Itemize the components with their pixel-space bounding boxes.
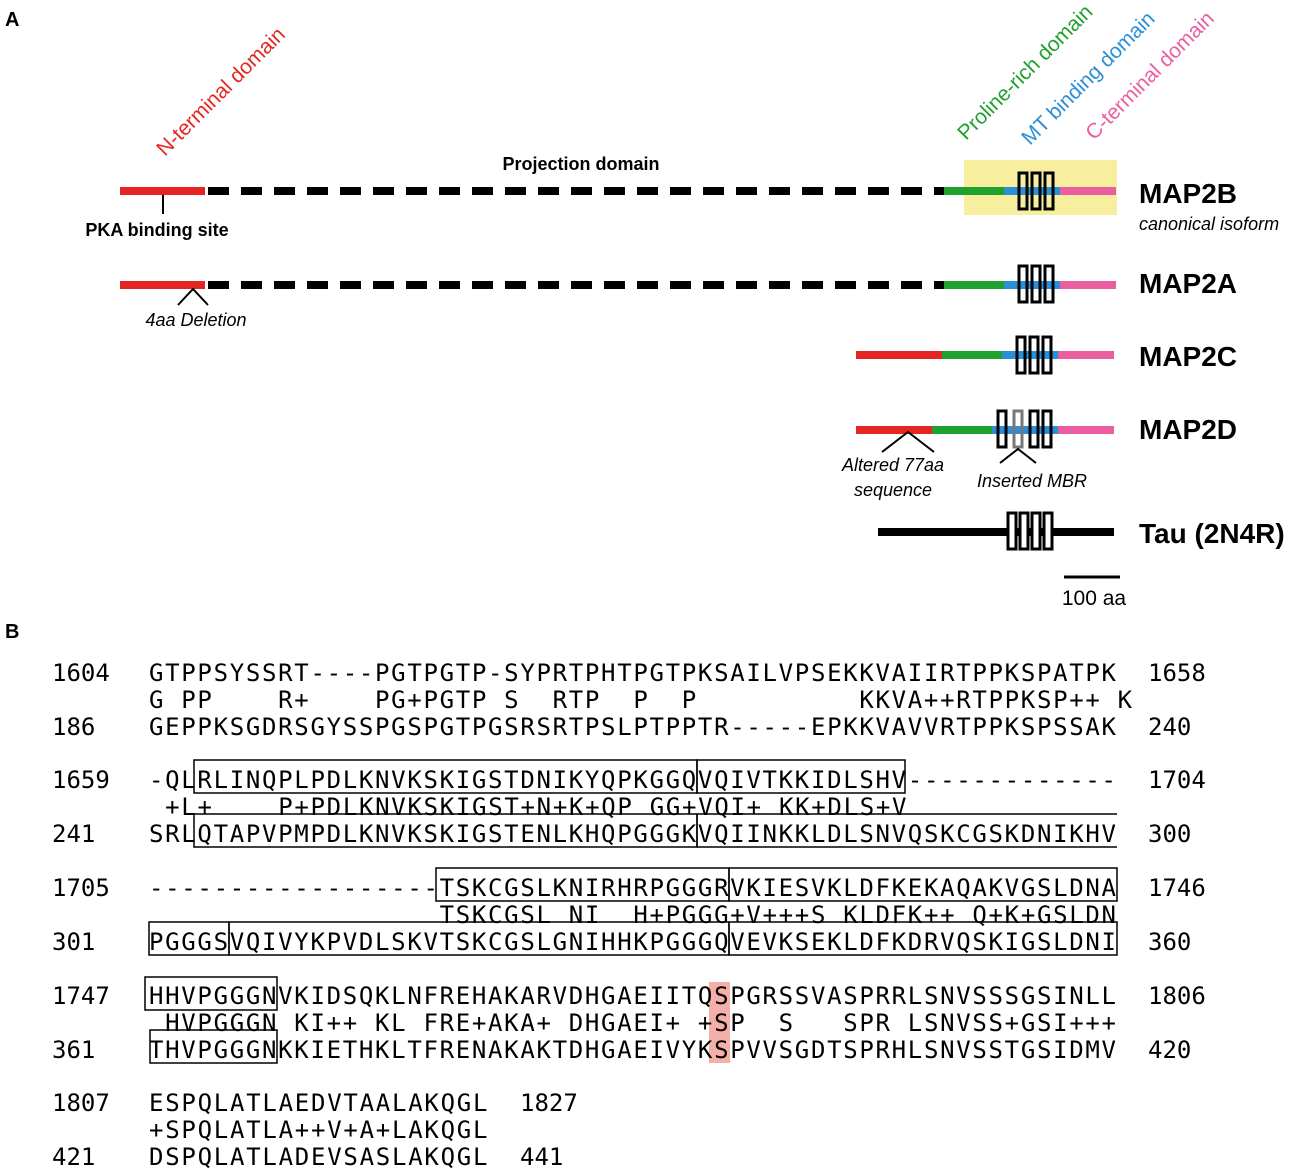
- pka-binding-label: PKA binding site: [85, 220, 228, 240]
- motif-box: [149, 1029, 278, 1064]
- isoform-name: MAP2C: [1139, 341, 1237, 372]
- isoform-map2a: 4aa Deletion MAP2A: [120, 264, 1237, 330]
- isoform-map2c: MAP2C: [856, 335, 1237, 375]
- subject-end: 360: [1148, 928, 1191, 956]
- isoform-note: canonical isoform: [1139, 214, 1279, 234]
- projection-domain-label: Projection domain: [502, 154, 659, 174]
- isoform-map2b: PKA binding site MAP2B canonical isoform: [85, 160, 1279, 240]
- repeat-box: [1030, 171, 1042, 211]
- repeat-box: [1042, 511, 1054, 551]
- subject-sequence: THVPGGGNKKIETHKLTFRENAKAKTDHGAEIVYKSPVVS…: [149, 1036, 1116, 1064]
- match-line: +SPQLATLA++V+A+LAKQGL: [149, 1116, 487, 1144]
- repeat-box: [1028, 409, 1040, 449]
- subject-start: 241: [52, 820, 95, 848]
- isoform-name: Tau (2N4R): [1139, 518, 1285, 549]
- repeat-box: [1017, 264, 1029, 304]
- query-start: 1807: [52, 1089, 110, 1117]
- repeat-box: [1028, 335, 1040, 375]
- repeat-box: [1043, 171, 1055, 211]
- query-end: 1746: [1148, 874, 1206, 902]
- repeat-box: [1030, 511, 1042, 551]
- subject-end: 240: [1148, 713, 1191, 741]
- repeat-box: [1017, 171, 1029, 211]
- query-sequence: ------------------TSKCGSLKNIRHRPGGGRVKIE…: [149, 874, 1117, 902]
- repeat-box: [1030, 264, 1042, 304]
- proline-rich-domain-label: Proline-rich domain: [953, 0, 1097, 144]
- altered-sequence-label-2: sequence: [854, 480, 932, 500]
- motif-box: [728, 867, 1118, 902]
- query-end: 1827: [520, 1089, 578, 1117]
- isoform-name: MAP2A: [1139, 268, 1237, 299]
- match-line: HVPGGGN KI++ KL FRE+AKA+ DHGAEI+ +SP S S…: [149, 1009, 1116, 1037]
- subject-sequence: DSPQLATLADEVSASLAKQGL: [149, 1143, 487, 1169]
- subject-end: 420: [1148, 1036, 1191, 1064]
- match-line: TSKCGSL NI H+PGGG+V+++S KLDFK++ Q+K+GSLD…: [149, 901, 1116, 929]
- query-start: 1659: [52, 766, 110, 794]
- repeat-box: [1018, 511, 1030, 551]
- inserted-mbr-marker: [999, 447, 1037, 464]
- isoform-map2d: Altered 77aa sequence Inserted MBR MAP2D: [841, 409, 1237, 500]
- subject-sequence: SRLQTAPVPMPDLKNVKSKIGSTENLKHQPGGGKVQIINK…: [149, 820, 1116, 848]
- query-sequence: GTPPSYSSRT----PGTPGTP-SYPRTPHTPGTPKSAILV…: [149, 659, 1117, 687]
- match-line: G PP R+ PG+PGTP S RTP P P KKVA++RTPPKSP+…: [149, 686, 1133, 714]
- motif-box: [728, 921, 1118, 956]
- isoform-name: MAP2B: [1139, 178, 1237, 209]
- repeat-box: [1043, 264, 1055, 304]
- altered-sequence-marker: [881, 430, 935, 453]
- deletion-marker: [177, 287, 209, 306]
- repeat-box: [1015, 335, 1027, 375]
- query-end: 1806: [1148, 982, 1206, 1010]
- subject-end: 300: [1148, 820, 1191, 848]
- inserted-mbr-label: Inserted MBR: [977, 471, 1087, 491]
- isoform-tau: Tau (2N4R): [878, 511, 1285, 551]
- motif-box: [144, 976, 278, 1011]
- subject-start: 361: [52, 1036, 95, 1064]
- match-line: +L+ P+PDLKNVKSKIGST+N+K+QP GG+VQI+ KK+DL…: [149, 793, 906, 821]
- repeat-box: [1006, 511, 1018, 551]
- subject-start: 301: [52, 928, 95, 956]
- query-end: 1704: [1148, 766, 1206, 794]
- repeat-box: [996, 409, 1008, 449]
- altered-sequence-label-1: Altered 77aa: [841, 455, 944, 475]
- query-sequence: ESPQLATLAEDVTAALAKQGL: [149, 1089, 487, 1117]
- inserted-repeat-box: [1012, 409, 1024, 449]
- panel-label-a: A: [5, 9, 19, 31]
- subject-start: 186: [52, 713, 95, 741]
- query-start: 1747: [52, 982, 110, 1010]
- query-end: 1658: [1148, 659, 1206, 687]
- repeat-box: [1041, 335, 1053, 375]
- subject-end: 441: [520, 1143, 563, 1169]
- scale-bar-label: 100 aa: [1062, 587, 1127, 610]
- query-start: 1705: [52, 874, 110, 902]
- isoform-name: MAP2D: [1139, 414, 1237, 445]
- deletion-label: 4aa Deletion: [145, 310, 246, 330]
- residue-highlight: [709, 982, 730, 1063]
- subject-start: 421: [52, 1143, 95, 1169]
- subject-sequence: GEPPKSGDRSGYSSPGSPGTPGSRSRTPSLPTPPTR----…: [149, 713, 1117, 741]
- motif-boxes: [144, 759, 1118, 1064]
- repeat-box: [1041, 409, 1053, 449]
- query-sequence: -QLRLINQPLPDLKNVKSKIGSTDNIKYQPKGGQVQIVTK…: [149, 766, 1116, 794]
- panel-label-b: B: [5, 621, 19, 643]
- query-sequence: HHVPGGGNVKIDSQKLNFREHAKARVDHGAEIITQSPGRS…: [149, 982, 1116, 1010]
- query-start: 1604: [52, 659, 110, 687]
- sequence-alignment: 1604 GTPPSYSSRT----PGTPGTP-SYPRTPHTPGTPKS…: [52, 659, 1206, 1169]
- n-terminal-domain-label: N-terminal domain: [152, 23, 290, 161]
- subject-sequence: PGGGSVQIVYKPVDLSKVTSKCGSLGNIHHKPGGGQVEVK…: [149, 928, 1116, 956]
- motif-box: [696, 759, 906, 794]
